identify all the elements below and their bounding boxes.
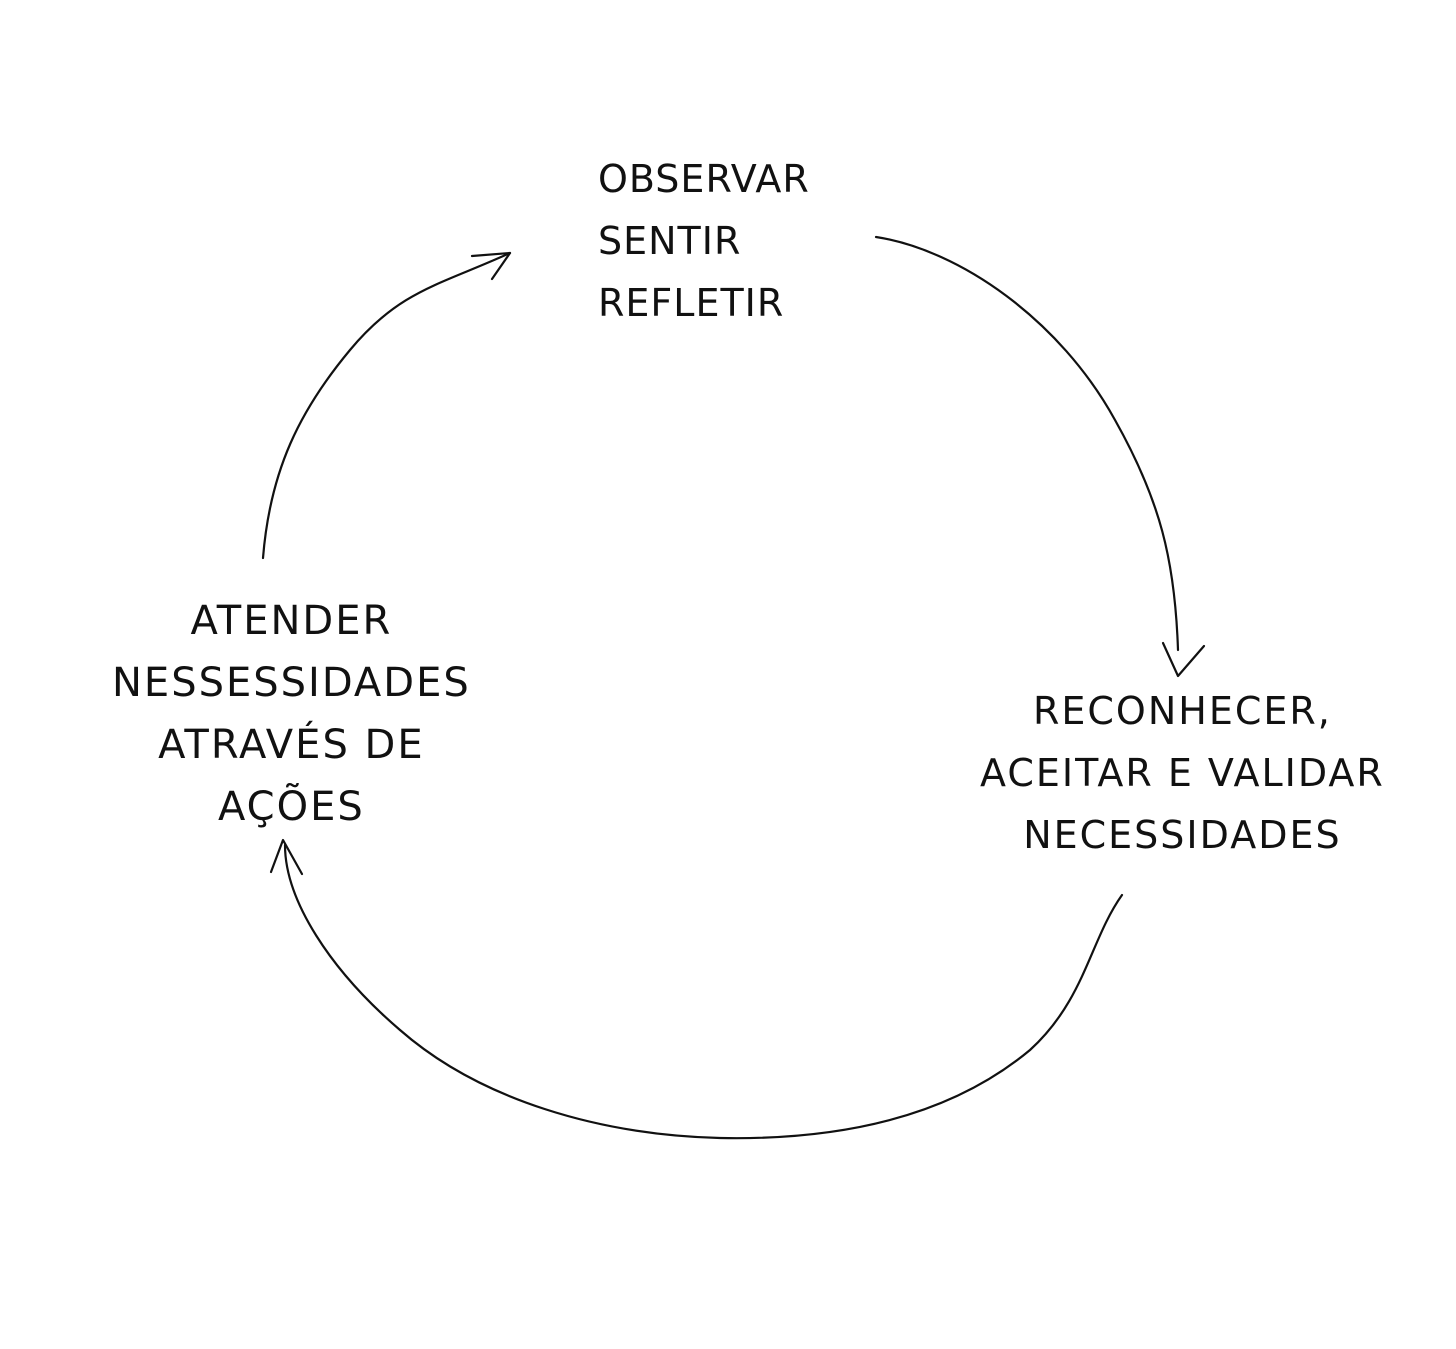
stage-attend-label: ATENDER NESSESSIDADES ATRAVÉS DE AÇÕES [112,590,471,838]
arrow-observe-to-recognize [874,235,1180,652]
stage-attend-line-4: AÇÕES [218,784,365,830]
arrow-recognize-to-attend [283,843,1124,1140]
arrow-attend-to-observe [261,251,512,560]
stage-recognize-line-1: RECONHECER, [1032,689,1332,733]
arrowhead-attend-to-observe [470,251,512,281]
stage-attend-line-3: ATRAVÉS DE [158,722,425,768]
stage-recognize-label: RECONHECER, ACEITAR E VALIDAR NECESSIDAD… [980,680,1385,866]
stage-recognize-line-2: ACEITAR E VALIDAR [980,751,1385,795]
arrowhead-observe-to-recognize [1161,641,1206,678]
stage-observe-line-3: REFLETIR [598,281,785,325]
arrowhead-recognize-to-attend [269,838,304,876]
stage-recognize-line-3: NECESSIDADES [1023,813,1342,857]
stage-observe-line-2: SENTIR [598,219,742,263]
stage-attend-line-1: ATENDER [190,598,393,644]
stage-attend-line-2: NESSESSIDADES [112,660,471,706]
stage-observe-label: OBSERVAR SENTIR REFLETIR [598,148,810,334]
stage-observe-line-1: OBSERVAR [598,157,810,201]
